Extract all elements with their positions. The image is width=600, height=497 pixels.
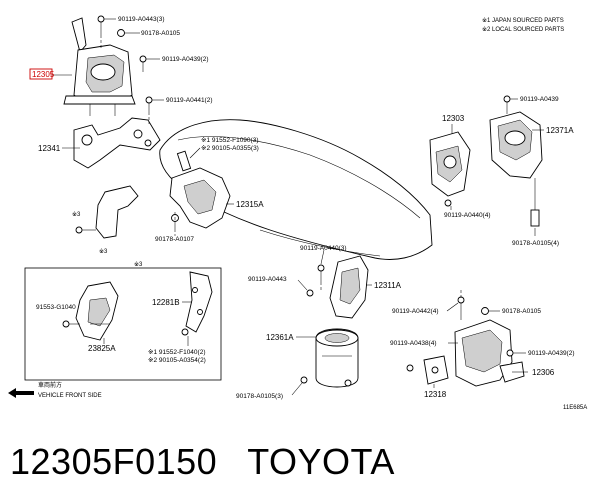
mount-12371A [489, 95, 543, 227]
brand-name: TOYOTA [247, 441, 395, 482]
product-caption: 12305F0150 TOYOTA [10, 436, 590, 488]
callout-p21: 90119-A0440(4) [444, 212, 491, 219]
callout-p31: 12306 [532, 368, 555, 377]
callout-p15: 12281B [152, 298, 180, 307]
bracket-12318 [406, 355, 449, 385]
parts-diagram: ※1 JAPAN SOURCED PARTS ※2 LOCAL SOURCED … [8, 15, 587, 411]
callout-p13: 91553-G1040 [36, 304, 76, 311]
mount-12306 [454, 296, 525, 387]
callout-p16: ※1 91552-F1040(2) [148, 349, 205, 356]
callout-p23: 90119-A0440(3) [300, 245, 347, 252]
front-label-jp: 車両前方 [38, 381, 62, 389]
callout-p7: ※1 91552-F1090(3) [201, 137, 258, 144]
callout-p8: ※2 90105-A0355(3) [201, 145, 259, 152]
callout-p2: 90178-A0105 [141, 30, 180, 37]
callout-p17: ※2 90105-A0354(2) [148, 357, 206, 364]
callout-p29: 90119-A0438(4) [390, 340, 437, 347]
callout-p9: 12315A [236, 200, 264, 209]
callout-p10: 90178-A0107 [155, 236, 194, 243]
callout-p22: 90178-A0105(4) [512, 240, 559, 247]
legend-local: ※2 LOCAL SOURCED PARTS [482, 26, 564, 33]
front-arrow-icon [8, 388, 34, 398]
callout-p27: 90178-A0105 [502, 308, 541, 315]
callout-p18: 12303 [442, 114, 465, 123]
bracket-12315A [169, 150, 231, 232]
bolts-top [97, 15, 153, 112]
callout-p26: 90119-A0442(4) [392, 308, 439, 315]
callout-p11: ※3 [72, 211, 81, 218]
bracket-12341 [73, 117, 161, 169]
callout-p14: 23825A [88, 344, 116, 353]
callout-p24: 90119-A0443 [248, 276, 287, 283]
front-label-en: VEHICLE FRONT SIDE [38, 393, 102, 399]
callout-p6: 12341 [38, 144, 61, 153]
callout-p19: 90119-A0439 [520, 96, 559, 103]
leader-lines [52, 18, 544, 396]
bracket-small-left [75, 185, 139, 239]
callout-p33: 90178-A0105(3) [236, 393, 283, 400]
boxed-subassembly: ※3 [24, 261, 222, 381]
figure-code: 11E685A [563, 405, 587, 411]
mount-12303 [429, 131, 471, 207]
callout-p5: 90119-A0441(2) [166, 97, 213, 104]
mount-12361A [300, 328, 359, 388]
callout-p4: 12305 [32, 70, 55, 79]
legend-japan: ※1 JAPAN SOURCED PARTS [482, 17, 564, 24]
part-number: 12305F0150 [10, 441, 218, 482]
callout-labels: 90119-A0443(3) 90178-A0105 90119-A0439(2… [29, 16, 575, 400]
engine-mount-12305 [63, 17, 136, 116]
callout-p30: 90119-A0439(2) [528, 350, 575, 357]
bracket-12311A [306, 255, 369, 319]
callout-p32: 12318 [424, 390, 447, 399]
callout-p28: 12361A [266, 333, 294, 342]
callout-p1: 90119-A0443(3) [118, 16, 165, 23]
callout-p20: 12371A [546, 126, 574, 135]
callout-p3: 90119-A0439(2) [162, 56, 209, 63]
boxed-label: ※3 [134, 261, 143, 268]
callout-p25: 12311A [374, 281, 402, 290]
vehicle-front-indicator: 車両前方 VEHICLE FRONT SIDE [8, 381, 102, 399]
callout-p12: ※3 [99, 248, 108, 255]
